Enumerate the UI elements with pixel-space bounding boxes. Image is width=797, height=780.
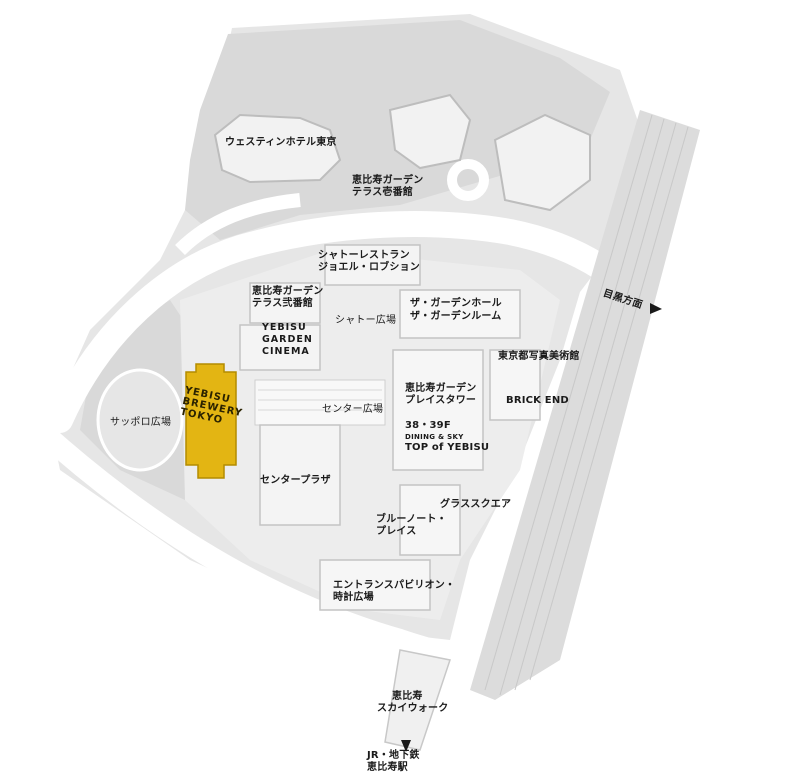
label-cinema-line2: GARDEN	[262, 334, 313, 345]
label-garden-hall-line2: ザ・ガーデンルーム	[410, 311, 502, 322]
westin-building	[213, 113, 342, 184]
label-chateau-line1: シャトーレストラン	[318, 250, 410, 261]
label-station-line2: 恵比寿駅	[367, 762, 408, 773]
terrace-1-building	[388, 93, 472, 170]
label-brick-end: BRICK END	[506, 395, 569, 406]
garden-hall-building	[399, 289, 521, 339]
arcade-stripes	[258, 389, 382, 411]
label-terrace-1-line2: テラス壱番館	[352, 187, 413, 198]
terrace-2-building	[249, 282, 321, 324]
label-dining-sky: DINING & SKY	[405, 433, 464, 441]
roundabout	[447, 159, 489, 201]
label-center-place: センタープラザ	[260, 475, 331, 486]
label-entrance-line1: エントランスパビリオン・	[333, 580, 456, 591]
label-place-tower-line1: 恵比寿ガーデン	[405, 383, 477, 394]
ne-building	[493, 113, 591, 212]
label-terrace-1-line1: 恵比寿ガーデン	[352, 175, 424, 186]
center-arcade	[254, 379, 386, 426]
road-west	[175, 193, 301, 256]
label-photo-museum: 東京都写真美術館	[498, 351, 580, 362]
label-center-plaza: センター広場	[322, 404, 384, 415]
label-top-of-yebisu: TOP of YEBISU	[405, 442, 490, 453]
label-floors: 38・39F	[405, 420, 451, 431]
glass-square-building	[399, 484, 461, 556]
rail-lines	[484, 114, 689, 696]
sapporo-plaza-area	[96, 368, 184, 472]
label-terrace-2-line2: テラス弐番館	[252, 298, 313, 309]
skywalk	[384, 649, 451, 751]
entrance-building	[319, 559, 431, 611]
label-garden-hall-line1: ザ・ガーデンホール	[410, 298, 502, 309]
photo-museum-building	[489, 349, 541, 421]
chateau-building	[324, 244, 421, 286]
railway	[470, 110, 700, 700]
road-south	[32, 421, 473, 671]
label-terrace-2-line1: 恵比寿ガーデン	[252, 286, 324, 297]
label-station-line1: JR・地下鉄	[367, 750, 420, 761]
label-skywalk-line1: 恵比寿	[392, 691, 423, 702]
label-chateau-line2: ジョエル・ロブション	[318, 262, 420, 273]
meguro-arrow-icon	[650, 303, 662, 314]
label-skywalk-line2: スカイウォーク	[377, 703, 449, 714]
center-place-building	[259, 424, 341, 526]
label-blue-note-line2: プレイス	[376, 526, 417, 537]
station-arrow-icon	[401, 740, 411, 752]
label-glass-square: グラススクエア	[440, 499, 512, 510]
label-cinema-line1: YEBISU	[262, 322, 307, 333]
label-entrance-line2: 時計広場	[333, 592, 374, 603]
ring-road	[47, 211, 643, 433]
label-westin: ウェスティンホテル東京	[225, 137, 337, 148]
place-tower-building	[392, 349, 484, 471]
label-place-tower-line2: プレイスタワー	[405, 395, 477, 406]
yebisu-brewery-building	[185, 363, 237, 479]
label-chateau-plaza: シャトー広場	[335, 315, 397, 326]
label-sapporo-plaza: サッポロ広場	[110, 417, 172, 428]
cinema-building	[239, 324, 321, 371]
label-blue-note-line1: ブルーノート・	[376, 514, 447, 525]
label-cinema-line3: CINEMA	[262, 346, 310, 357]
